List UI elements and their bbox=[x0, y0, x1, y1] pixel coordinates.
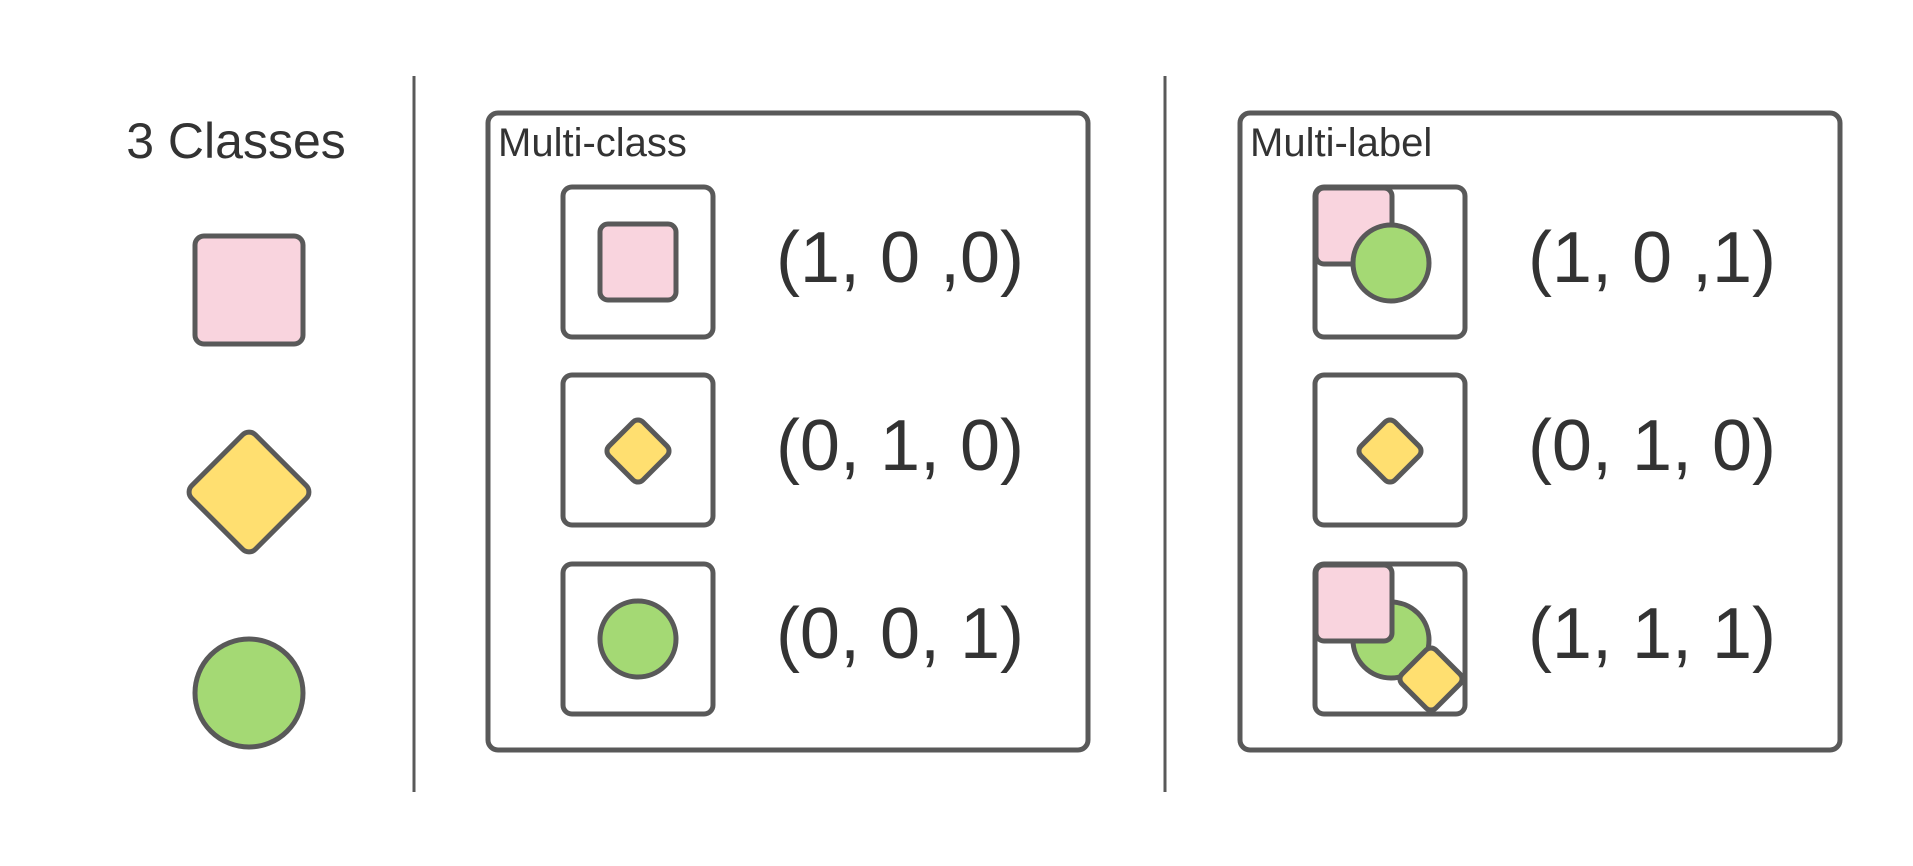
legend: 3 Classes bbox=[126, 113, 346, 750]
square-icon bbox=[192, 233, 306, 347]
diamond-icon bbox=[186, 429, 312, 555]
label-vector: (0, 1, 0) bbox=[776, 406, 1024, 486]
legend-title: 3 Classes bbox=[126, 113, 346, 169]
multi-class-panel: Multi-class (1, 0 ,0) (0, 1, 0) (0, 0, 1… bbox=[485, 110, 1091, 753]
label-vector: (0, 0, 1) bbox=[776, 594, 1024, 674]
circle-icon bbox=[1350, 222, 1432, 304]
multi-label-panel: Multi-label (1, 0 ,1) (0, 1, 0) (1, 1, 1… bbox=[1237, 110, 1843, 753]
multi-label-title: Multi-label bbox=[1250, 121, 1432, 165]
label-vector: (1, 1, 1) bbox=[1528, 594, 1776, 674]
label-vector: (1, 0 ,1) bbox=[1528, 218, 1776, 298]
multi-class-row: (1, 0 ,0) bbox=[560, 184, 1024, 340]
diamond-icon bbox=[1397, 645, 1465, 713]
multi-class-row: (0, 0, 1) bbox=[560, 561, 1024, 717]
circle-icon bbox=[192, 636, 306, 750]
label-vector: (0, 1, 0) bbox=[1528, 406, 1776, 486]
multi-label-row: (0, 1, 0) bbox=[1312, 372, 1776, 528]
diamond-icon bbox=[604, 417, 672, 485]
circle-icon bbox=[597, 598, 679, 680]
square-icon bbox=[1313, 562, 1395, 644]
diamond-icon bbox=[1356, 417, 1424, 485]
square-icon bbox=[597, 221, 679, 303]
multi-label-row: (1, 0 ,1) bbox=[1312, 184, 1776, 340]
label-vector: (1, 0 ,0) bbox=[776, 218, 1024, 298]
multi-class-title: Multi-class bbox=[498, 121, 687, 165]
multi-label-row: (1, 1, 1) bbox=[1312, 561, 1776, 717]
multi-class-row: (0, 1, 0) bbox=[560, 372, 1024, 528]
